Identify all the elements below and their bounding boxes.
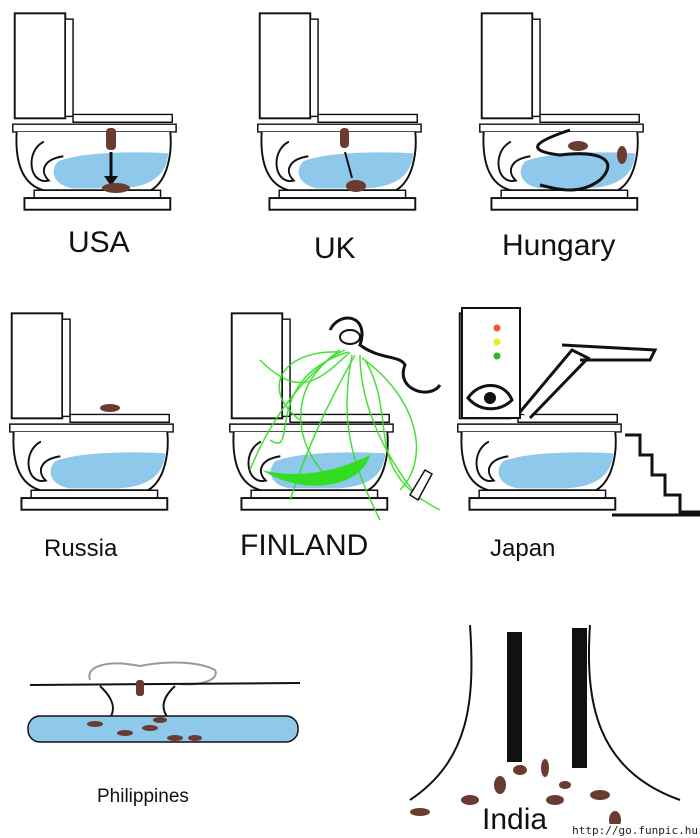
philippines-drawing [27, 661, 301, 743]
label-philippines: Philippines [97, 786, 189, 807]
label-india: India [482, 803, 548, 836]
usa-toilet [11, 12, 178, 211]
label-finland: FINLAND [240, 529, 369, 562]
japan-toilet [456, 307, 700, 517]
uk-toilet [256, 12, 423, 211]
watermark: http://go.funpic.hu [572, 824, 698, 837]
hungary-toilet [478, 12, 645, 211]
label-japan: Japan [490, 535, 556, 562]
india-drawing [409, 624, 681, 829]
label-hungary: Hungary [502, 229, 616, 262]
finland-toilet [228, 312, 442, 521]
russia-toilet [8, 312, 175, 511]
label-uk: UK [314, 232, 356, 265]
label-usa: USA [68, 226, 130, 259]
label-russia: Russia [44, 535, 118, 562]
